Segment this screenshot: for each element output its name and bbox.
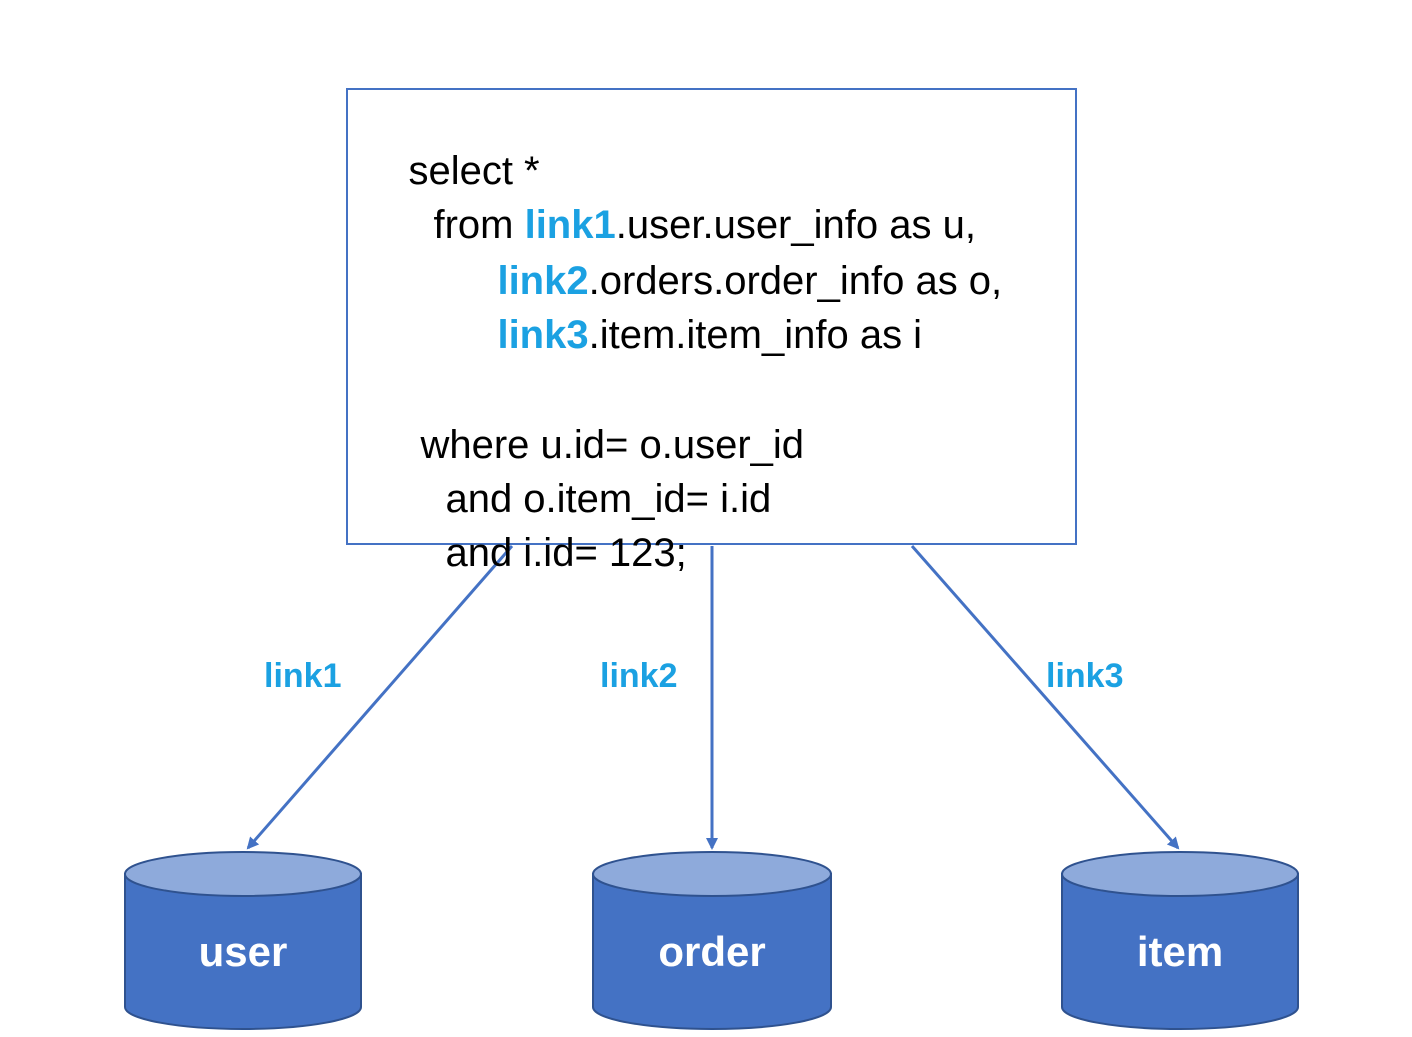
database-label-user: user bbox=[198, 928, 288, 975]
database-order-cylinder bbox=[592, 851, 832, 1030]
sql-item-table: .item.item_info as i bbox=[588, 313, 923, 357]
link-label-link2: link2 bbox=[600, 657, 678, 695]
sql-link2-keyword: link2 bbox=[497, 259, 589, 303]
sql-line-and-id: and i.id= 123; bbox=[401, 484, 687, 622]
sql-and-id-text: and i.id= 123; bbox=[445, 531, 687, 575]
link-label-link3: link3 bbox=[1046, 657, 1124, 695]
sql-orders-table: .orders.order_info as o, bbox=[588, 259, 1003, 303]
sql-line-and-item: and o.item_id= i.id bbox=[401, 430, 771, 568]
sql-line-select: select * bbox=[364, 102, 540, 240]
arrow-link1 bbox=[246, 545, 514, 850]
sql-line-orders: link2.orders.order_info as o, bbox=[453, 212, 1002, 350]
sql-user-table: .user.user_info as u, bbox=[615, 203, 976, 247]
sql-from-keyword: from bbox=[433, 203, 525, 247]
database-label-order: order bbox=[658, 928, 766, 975]
sql-and-item-text: and o.item_id= i.id bbox=[445, 477, 772, 521]
sql-link3-keyword: link3 bbox=[497, 313, 589, 357]
database-item-cylinder bbox=[1061, 851, 1299, 1030]
link-label-link1: link1 bbox=[264, 657, 342, 695]
sql-select-text: select * bbox=[408, 149, 540, 193]
arrow-link3 bbox=[910, 545, 1180, 850]
database-label-item: item bbox=[1136, 928, 1224, 975]
sql-link1-keyword: link1 bbox=[524, 203, 616, 247]
sql-line-item: link3.item.item_info as i bbox=[453, 266, 922, 404]
sql-line-where: where u.id= o.user_id bbox=[376, 376, 804, 514]
database-user-cylinder bbox=[124, 851, 362, 1030]
sql-where-text: where u.id= o.user_id bbox=[420, 423, 805, 467]
sql-line-from: from link1.user.user_info as u, bbox=[389, 156, 976, 294]
sql-query-box: select * from link1.user.user_info as u,… bbox=[346, 88, 1077, 575]
